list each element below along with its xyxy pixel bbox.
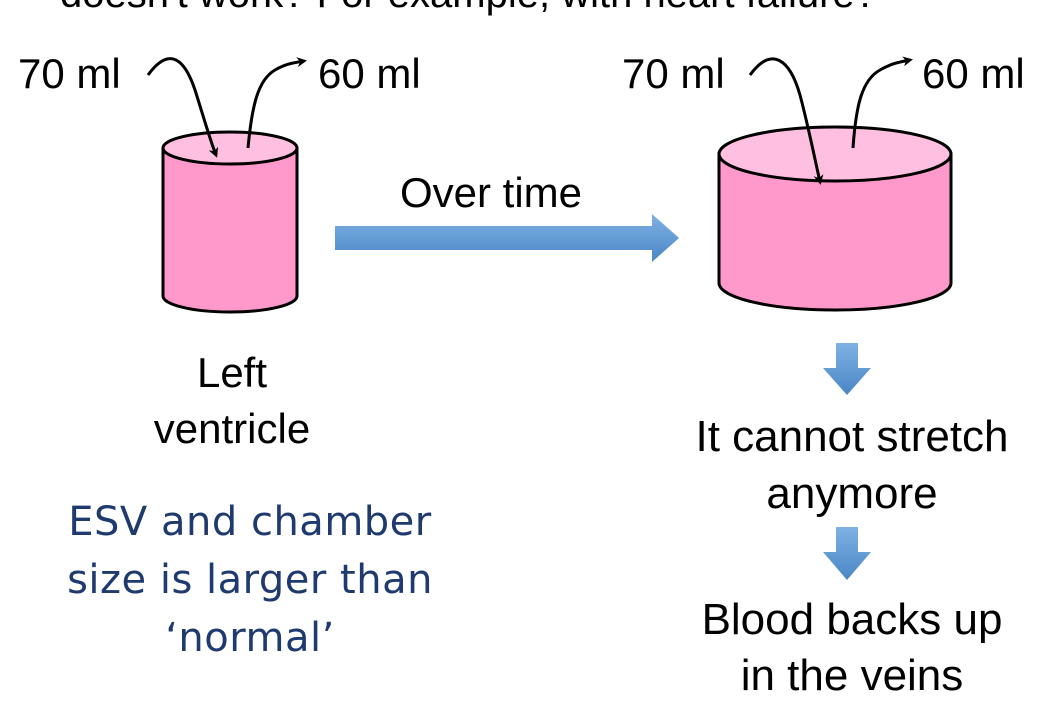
consequence2-line1: Blood backs up [701,595,1003,644]
left-outflow-arrow [246,57,307,149]
over-time-arrow [335,214,679,262]
over-time-label: Over time [400,169,583,216]
note-line3: ‘normal’ [165,615,335,661]
consequence2-line2: in the veins [740,651,964,700]
left-inflow-volume: 70 ml [18,50,121,97]
note-line1: ESV and chamber [68,499,432,545]
enlarged-ventricle-cylinder [717,125,953,312]
down-arrow-2 [823,527,871,580]
right-outflow-volume: 60 ml [922,50,1025,97]
chamber-label-line1: Left [196,349,268,396]
right-inflow-arrow [748,57,824,185]
chamber-label-line2: ventricle [153,405,311,452]
consequence1-line2: anymore [766,469,938,518]
header-title-fragment: doesn't work? For example, with heart fa… [60,0,877,14]
down-arrow-1 [823,343,871,395]
left-ventricle-cylinder [161,130,299,314]
right-outflow-arrow [851,56,913,149]
left-outflow-volume: 60 ml [318,50,421,97]
right-inflow-volume: 70 ml [622,50,725,97]
left-inflow-arrow [146,57,219,158]
note-text: ESV and chamber size is larger than ‘nor… [20,493,480,667]
consequence1-line1: It cannot stretch [695,412,1009,461]
note-line2: size is larger than [67,557,433,603]
